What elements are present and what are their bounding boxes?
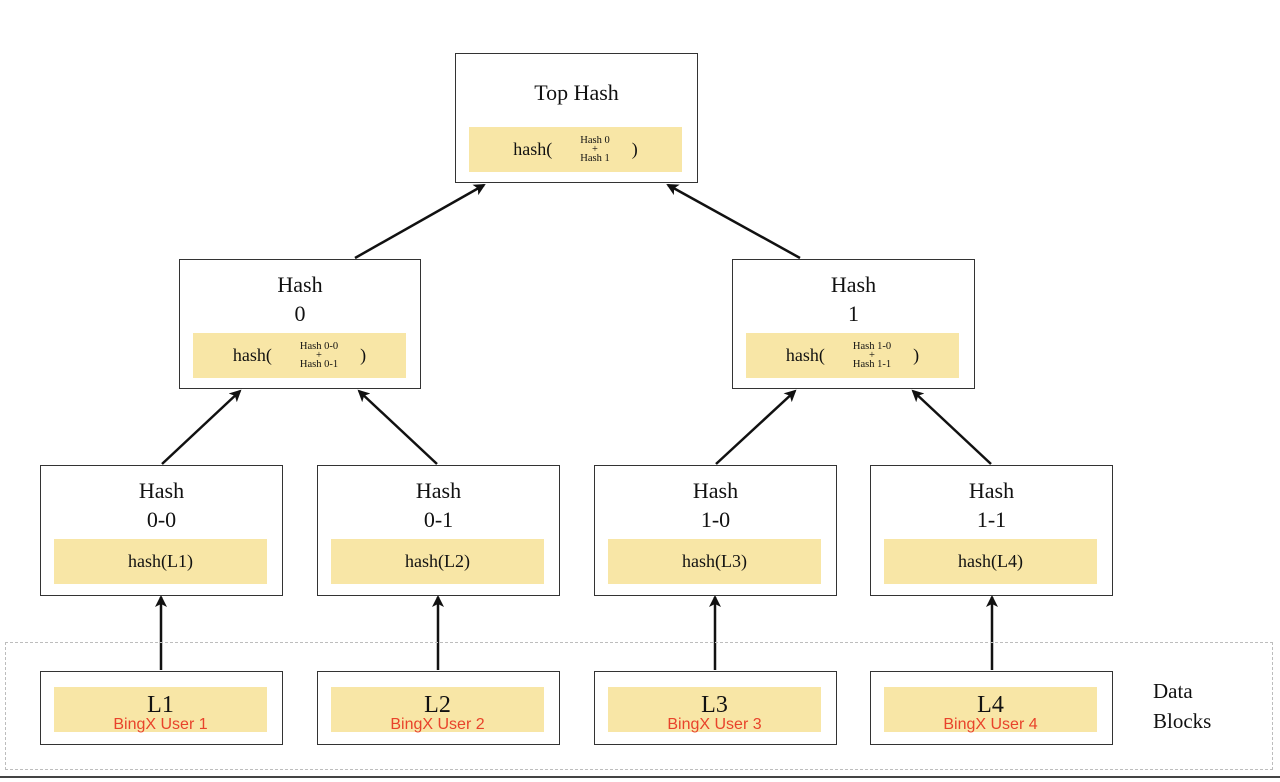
data-block-user: BingX User 1 [113, 715, 208, 733]
node-title-line2: 0 [294, 301, 306, 326]
hash-input-b: Hash 0-1 [299, 359, 339, 370]
hash-inputs: Hash 0 + Hash 1 [580, 135, 610, 164]
hash-input-b: Hash 1-1 [852, 359, 892, 370]
node-title-line2: 0-0 [146, 507, 177, 532]
hash-fn-close: ) [631, 139, 638, 159]
hash-inputs: Hash 0-0 + Hash 0-1 [299, 341, 339, 370]
arrow-hash01-to-hash0 [357, 389, 438, 465]
hash-0-0-formula: hash(L1) [54, 539, 267, 584]
hash-0-1-node: Hash 0-1 hash(L2) [317, 465, 560, 596]
plus-sign: + [869, 350, 875, 361]
caption-line2: Blocks [1153, 709, 1212, 733]
node-title-line1: Hash [692, 478, 739, 503]
arrow-hash00-to-hash0 [161, 389, 242, 465]
node-title-line1: Hash [830, 272, 877, 297]
arrow-hash1-to-top [666, 183, 801, 260]
hash-1-node: Hash 1 hash( Hash 1-0 + Hash 1-1 ) [732, 259, 975, 389]
data-blocks-caption: Data Blocks [1153, 676, 1211, 736]
hash-0-1-formula: hash(L2) [331, 539, 544, 584]
data-block-l3-fill: L3 BingX User 3 [608, 687, 821, 732]
top-hash-title: Top Hash [534, 80, 619, 105]
hash-0-0-title: Hash 0-0 [41, 476, 282, 534]
data-block-label: L4 [977, 691, 1004, 718]
hash-fn-open: hash( [232, 345, 272, 365]
data-block-l3: L3 BingX User 3 [594, 671, 837, 745]
data-block-label: L1 [147, 691, 174, 718]
hash-fn-open: hash( [513, 139, 553, 159]
hash-1-1-node: Hash 1-1 hash(L4) [870, 465, 1113, 596]
arrow-hash11-to-hash1 [911, 389, 992, 465]
hash-0-1-title: Hash 0-1 [318, 476, 559, 534]
hash-0-0-node: Hash 0-0 hash(L1) [40, 465, 283, 596]
data-block-l2-fill: L2 BingX User 2 [331, 687, 544, 732]
data-block-label: L2 [424, 691, 451, 718]
hash-fn: hash(L4) [958, 551, 1023, 571]
data-block-l1: L1 BingX User 1 [40, 671, 283, 745]
hash-1-0-formula: hash(L3) [608, 539, 821, 584]
node-title-line2: 1-1 [976, 507, 1007, 532]
arrow-hash10-to-hash1 [715, 389, 797, 465]
node-title-line2: 1 [848, 301, 859, 326]
data-block-user: BingX User 3 [667, 715, 762, 733]
node-title-line1: Hash [968, 478, 1015, 503]
hash-0-node: Hash 0 hash( Hash 0-0 + Hash 0-1 ) [179, 259, 421, 389]
hash-inputs: Hash 1-0 + Hash 1-1 [852, 341, 892, 370]
plus-sign: + [316, 350, 322, 361]
data-block-l4: L4 BingX User 4 [870, 671, 1113, 745]
top-hash-node: Top Hash hash( Hash 0 + Hash 1 ) [455, 53, 698, 183]
node-title-line1: Hash [415, 478, 462, 503]
node-title-line2: 0-1 [423, 507, 454, 532]
hash-0-formula: hash( Hash 0-0 + Hash 0-1 ) [193, 333, 406, 378]
hash-input-b: Hash 1 [580, 153, 610, 164]
hash-1-1-title: Hash 1-1 [871, 476, 1112, 534]
hash-1-formula: hash( Hash 1-0 + Hash 1-1 ) [746, 333, 959, 378]
data-block-user: BingX User 2 [390, 715, 485, 733]
hash-fn: hash(L1) [128, 551, 193, 571]
data-block-l4-fill: L4 BingX User 4 [884, 687, 1097, 732]
hash-0-title: Hash 0 [180, 270, 420, 328]
node-title-line1: Hash [277, 272, 323, 297]
hash-input-a: Hash 0 [580, 135, 610, 146]
node-title-line2: 1-0 [700, 507, 731, 532]
arrow-hash0-to-top [354, 183, 486, 260]
hash-1-0-node: Hash 1-0 hash(L3) [594, 465, 837, 596]
node-title-line1: Hash [138, 478, 185, 503]
hash-1-title: Hash 1 [733, 270, 974, 328]
hash-1-0-title: Hash 1-0 [595, 476, 836, 534]
data-block-l1-fill: L1 BingX User 1 [54, 687, 267, 732]
hash-fn: hash(L2) [405, 551, 470, 571]
top-hash-formula: hash( Hash 0 + Hash 1 ) [469, 127, 682, 172]
data-block-l2: L2 BingX User 2 [317, 671, 560, 745]
hash-fn-close: ) [913, 345, 920, 365]
hash-fn: hash(L3) [682, 551, 747, 571]
hash-1-1-formula: hash(L4) [884, 539, 1097, 584]
hash-input-a: Hash 0-0 [299, 341, 339, 352]
data-block-label: L3 [701, 691, 728, 718]
plus-sign: + [592, 144, 598, 155]
data-blocks-region [5, 642, 1273, 770]
hash-input-a: Hash 1-0 [852, 341, 892, 352]
hash-fn-close: ) [360, 345, 367, 365]
caption-line1: Data [1153, 679, 1193, 703]
data-block-user: BingX User 4 [943, 715, 1038, 733]
bottom-border [0, 776, 1280, 778]
hash-fn-open: hash( [785, 345, 825, 365]
